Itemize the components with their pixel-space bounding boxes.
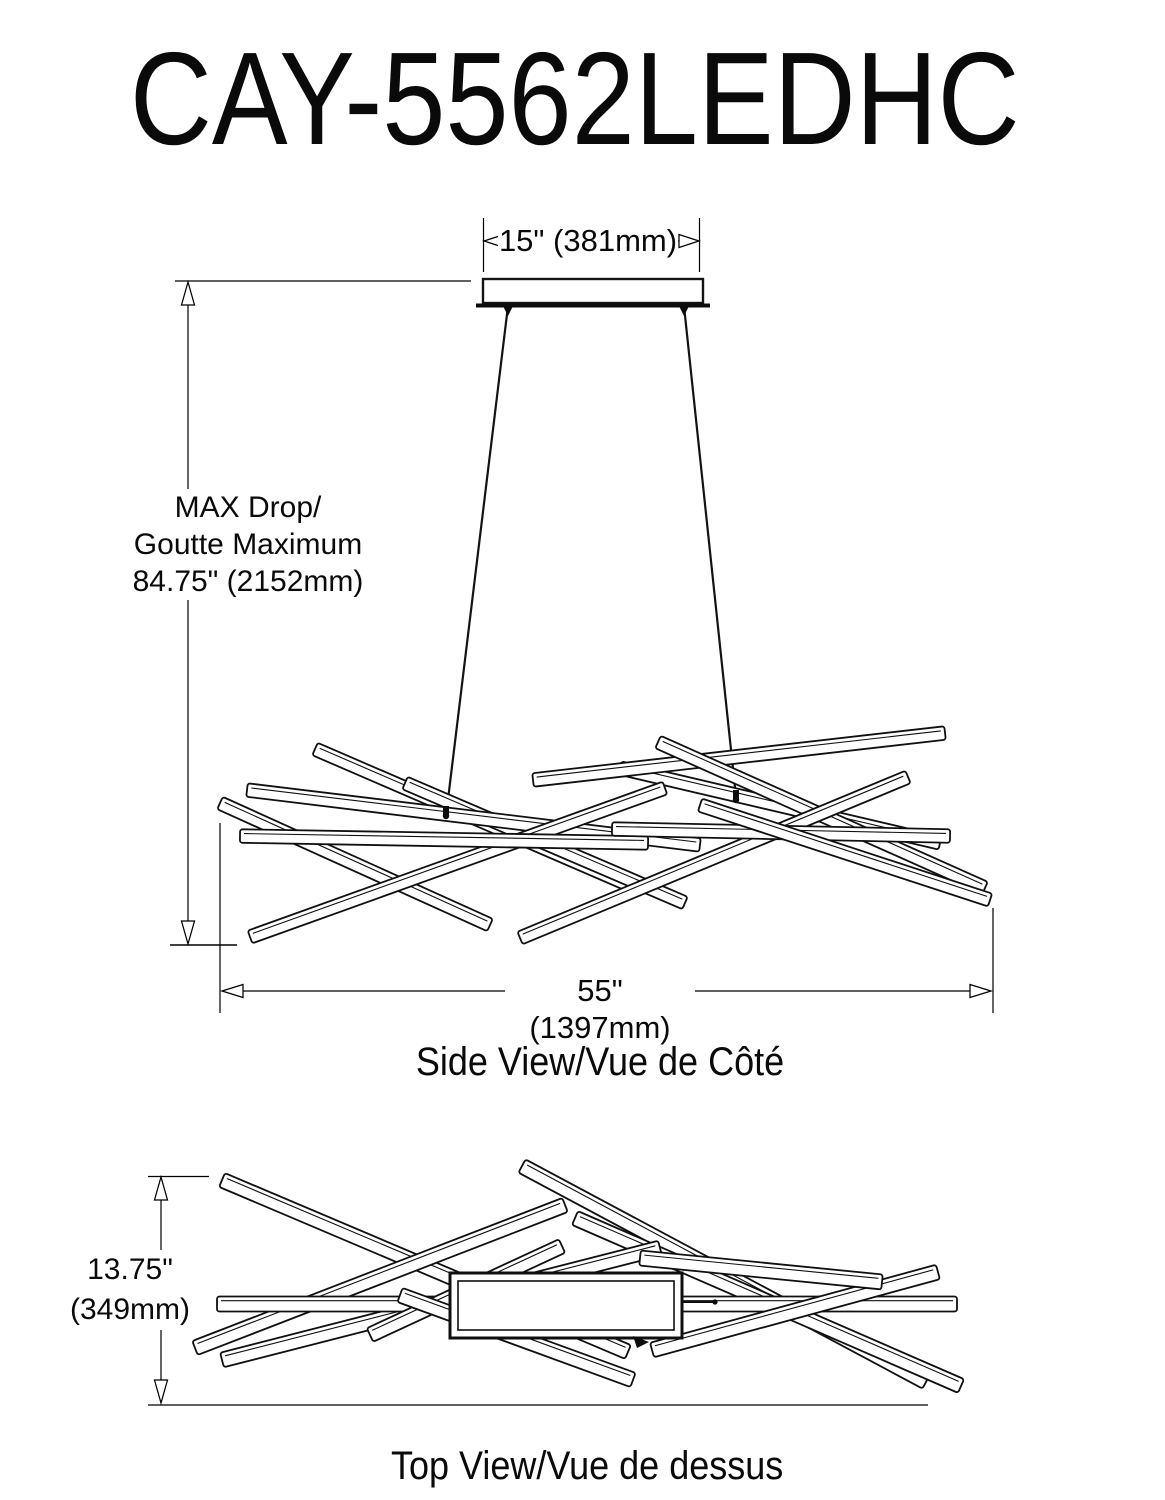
dim-label-max-drop: MAX Drop/ Goutte Maximum 84.75" (2152mm) [95,489,401,600]
side-view-fixture [217,725,993,945]
arrowhead-up-icon [180,279,196,306]
light-rod [192,1197,568,1356]
side-view-label: Side View/Vue de Côté [415,1040,785,1084]
canopy [476,277,710,308]
arrowhead-left-icon [219,983,244,999]
cable-top-connector [503,306,513,316]
max-drop-line-2: Goutte Maximum [133,528,363,561]
arrowhead-down-icon [180,920,196,947]
page-title: CAY-5562LEDHC [129,25,1020,172]
light-rod [531,725,947,788]
max-drop-line-3: 84.75" (2152mm) [132,565,364,598]
cable-right [682,305,738,798]
depth-line-1: 13.75" [87,1253,173,1286]
light-rod [697,798,993,907]
suspension-cables [444,305,738,817]
dim-label-depth: 13.75" (349mm) [50,1250,210,1330]
light-rod [247,781,668,944]
max-drop-line-1: MAX Drop/ [174,491,322,524]
dim-label-canopy-width: 15" (381mm) [498,222,678,259]
arrowhead-up-icon [153,1174,169,1201]
light-rod [638,1249,884,1291]
dim-max-drop [170,279,471,947]
arrowhead-down-icon [153,1379,169,1406]
cable-left [444,305,510,817]
light-rod [517,770,911,945]
light-rod [239,828,650,851]
cable-top-connector [679,306,689,316]
arrowhead-right-icon [678,233,702,249]
top-view-label: Top View/Vue de dessus [391,1444,784,1488]
arrowhead-right-icon [969,983,994,999]
dim-label-fixture-width: 55" (1397mm) [505,972,695,1046]
driver-box [448,1271,684,1340]
cable-connectors [442,790,740,820]
depth-line-2: (349mm) [69,1293,190,1326]
top-view-connectors [633,1299,718,1348]
dim-depth [148,1174,928,1406]
